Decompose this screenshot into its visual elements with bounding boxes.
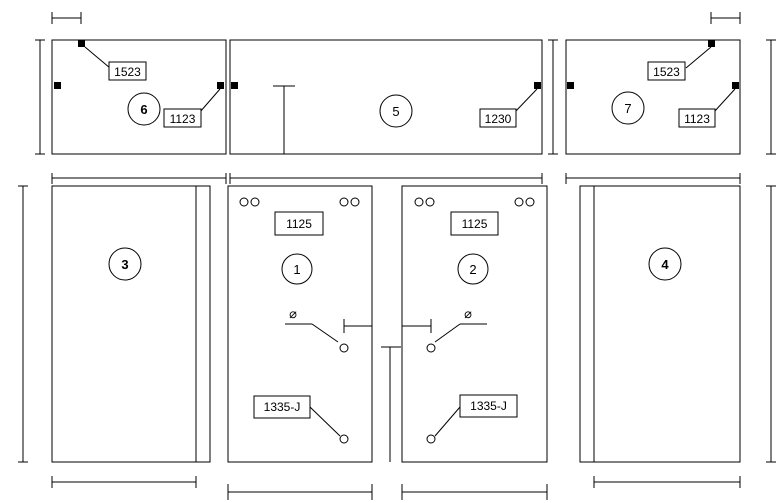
panel-number-circle <box>127 92 161 126</box>
tag-label: 1523 <box>653 65 680 79</box>
tag-box <box>678 108 716 128</box>
panel-number-circle <box>281 253 313 285</box>
panel-number-circle <box>108 247 142 281</box>
tag-box <box>163 108 202 128</box>
panel-number: 7 <box>624 101 631 116</box>
hole <box>339 343 349 353</box>
dimension-left-bottom <box>18 185 28 463</box>
dimension-left-top <box>35 39 45 155</box>
panel-number-circle <box>648 247 682 281</box>
panel-number: 5 <box>392 104 399 119</box>
hole <box>525 197 535 207</box>
tag-box <box>459 394 518 418</box>
panel-number-circle <box>457 253 489 285</box>
hole <box>250 197 260 207</box>
hole <box>426 434 436 444</box>
tag-box <box>450 211 499 236</box>
hole <box>425 197 435 207</box>
dimension-top-left <box>51 12 82 24</box>
panel-number: 1 <box>293 262 300 277</box>
tag-label: 1335-J <box>264 400 301 414</box>
dimension-bottom-left <box>51 476 197 488</box>
dimension-row2-left <box>51 173 227 184</box>
panel-4: 4 <box>579 185 741 463</box>
tag-label: 1123 <box>684 112 710 126</box>
dimension-right-top <box>766 39 776 155</box>
dimension-left-mid <box>548 39 558 155</box>
tag-box <box>108 61 147 81</box>
tag-label: 1125 <box>286 217 312 231</box>
panel-number-circle <box>379 94 413 128</box>
panel-1: 1125 1 ⌀ 1335-J <box>227 185 373 463</box>
hole <box>350 197 360 207</box>
panel-number: 4 <box>661 257 669 272</box>
panel-3-side-strip <box>195 185 211 463</box>
hole <box>514 197 524 207</box>
dimension-row2-right <box>565 173 741 184</box>
tag-box <box>479 108 517 128</box>
dimension-bottom-panel-2 <box>401 484 548 500</box>
tag-label: 1123 <box>170 112 196 126</box>
diameter-symbol: ⌀ <box>464 306 472 321</box>
panel-number: 2 <box>469 262 476 277</box>
panel-number: 3 <box>121 257 128 272</box>
panel-3: 3 <box>51 185 211 463</box>
panel-number-circle <box>611 91 645 125</box>
tag-label: 1125 <box>462 217 488 231</box>
tag-label: 1230 <box>485 112 512 126</box>
dimension-row2-center <box>229 173 543 184</box>
diameter-symbol: ⌀ <box>289 306 297 321</box>
hole <box>239 197 249 207</box>
tag-label: 1523 <box>114 65 141 79</box>
hole <box>339 434 349 444</box>
panel-6: 1523 1123 6 <box>51 39 227 155</box>
panel-2: 1125 2 ⌀ 1335-J <box>401 185 548 463</box>
tag-label: 1335-J <box>470 399 507 413</box>
panel-4-side-strip <box>579 185 595 463</box>
hole <box>426 343 436 353</box>
tag-box <box>274 211 324 236</box>
dimension-bottom-panel-1 <box>227 484 373 500</box>
dimension-right-bottom <box>766 185 776 463</box>
dimension-top-right <box>710 12 741 24</box>
panel-5: 1230 5 <box>229 39 543 155</box>
hole <box>339 197 349 207</box>
panel-7: 1523 1123 7 <box>565 39 741 155</box>
tag-box <box>647 61 686 81</box>
dimension-bottom-right <box>593 476 741 488</box>
panel-number: 6 <box>140 102 147 117</box>
center-divider <box>381 346 401 462</box>
hole <box>414 197 424 207</box>
